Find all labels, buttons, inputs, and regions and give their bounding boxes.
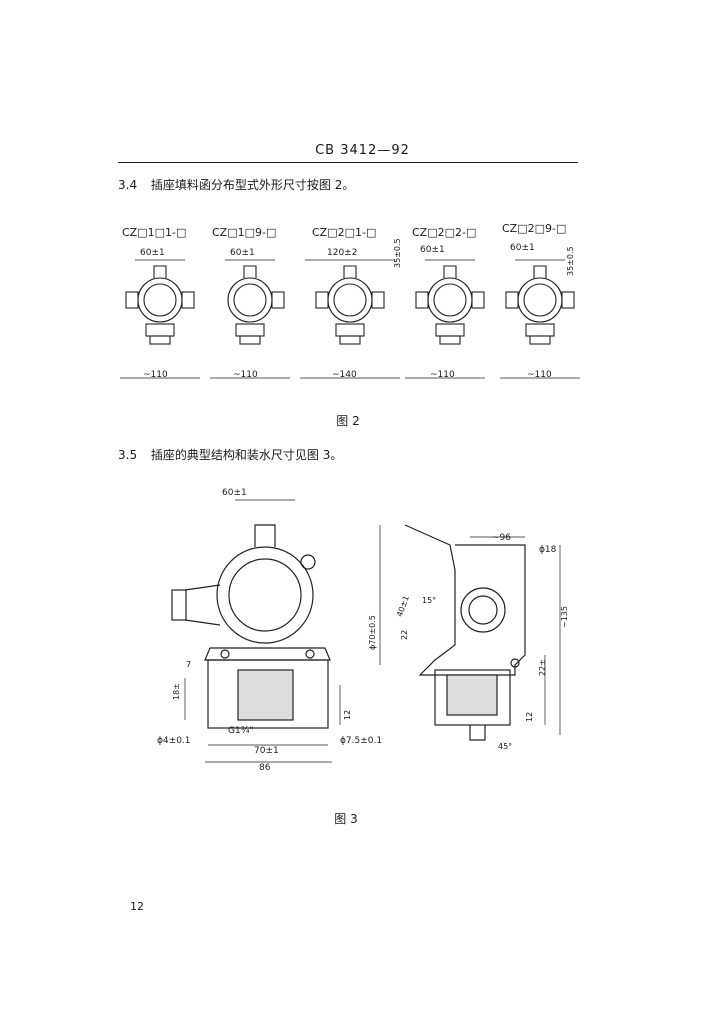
fig3-side-dim-135: ~135 [560, 606, 569, 628]
fig2-top-dim-1: 60±1 [140, 248, 165, 258]
fig3-side-angle2: 45° [498, 742, 513, 751]
fig3-front-hole: ϕ4±0.1 [157, 736, 191, 746]
fig2-top-dim-3: 120±2 [327, 248, 358, 258]
fig3-side-dia: ϕ18 [539, 545, 557, 555]
fig2-bottom-dim-4: ~110 [430, 370, 455, 380]
section-text: 插座填料函分布型式外形尺寸按图 2。 [150, 178, 355, 192]
fig2-bottom-dim-1: ~110 [143, 370, 168, 380]
fig3-side-hole: ϕ7.5±0.1 [340, 736, 383, 746]
fig3-front-width2: 86 [259, 763, 271, 773]
fig2-label-1: CZ□1□1-□ [122, 226, 187, 239]
section-text: 插座的典型结构和装水尺寸见图 3。 [150, 448, 343, 462]
fig2-bottom-dim-2: ~110 [233, 370, 258, 380]
fig3-front-top-dim: 60±1 [222, 488, 247, 498]
fig3-front-h-small: 7 [186, 660, 192, 669]
fig2-side-dim-4: 35±0.5 [393, 238, 402, 268]
fig3-side-angle: 15° [422, 596, 437, 605]
section-number: 3.5 [118, 448, 138, 462]
fig2-label-3: CZ□2□1-□ [312, 226, 377, 239]
fig2-bottom-dim-3: ~140 [332, 370, 357, 380]
fig3-side-dim4: 22± [538, 659, 547, 676]
header-rule [118, 162, 578, 163]
figure-3-front-view [171, 499, 341, 763]
fig2-label-4: CZ□2□2-□ [412, 226, 477, 239]
fig3-front-width1: 70±1 [254, 746, 279, 756]
page-number: 12 [130, 900, 144, 913]
fig2-top-dim-5: 60±1 [510, 243, 535, 253]
section-3-4: 3.4 插座填料函分布型式外形尺寸按图 2。 [118, 176, 354, 193]
fig3-side-dim2: ~96 [492, 533, 511, 543]
fig2-label-5: CZ□2□9-□ [502, 222, 567, 235]
fig2-unit-4 [415, 265, 485, 345]
fig2-unit-2 [227, 265, 285, 345]
fig2-label-2: CZ□1□9-□ [212, 226, 277, 239]
fig3-side-dim3: 22 [400, 629, 409, 640]
fig2-top-dim-2: 60±1 [230, 248, 255, 258]
figure-2-caption: 图 2 [336, 414, 360, 428]
figure-2-drawing [120, 259, 580, 379]
fig3-side-dim5: 12 [525, 711, 534, 722]
fig3-front-thread: G1¾" [228, 726, 254, 736]
fig3-front-h-left: 18± [172, 683, 181, 700]
fig3-side-height: ϕ70±0.5 [368, 615, 377, 650]
fig2-unit-3 [315, 265, 385, 345]
fig2-unit-5 [505, 265, 575, 345]
figure-3-caption: 图 3 [334, 812, 358, 826]
fig3-front-h-right: 12 [343, 709, 352, 720]
fig2-unit-1 [125, 265, 195, 345]
section-3-5: 3.5 插座的典型结构和装水尺寸见图 3。 [118, 446, 342, 463]
fig2-bottom-dim-5: ~110 [527, 370, 552, 380]
section-number: 3.4 [118, 178, 138, 192]
figure-3-side-view [379, 524, 561, 741]
document-header: CB 3412—92 [315, 143, 410, 158]
fig2-side-dim-5: 35±0.5 [566, 246, 575, 276]
fig2-top-dim-4: 60±1 [420, 245, 445, 255]
